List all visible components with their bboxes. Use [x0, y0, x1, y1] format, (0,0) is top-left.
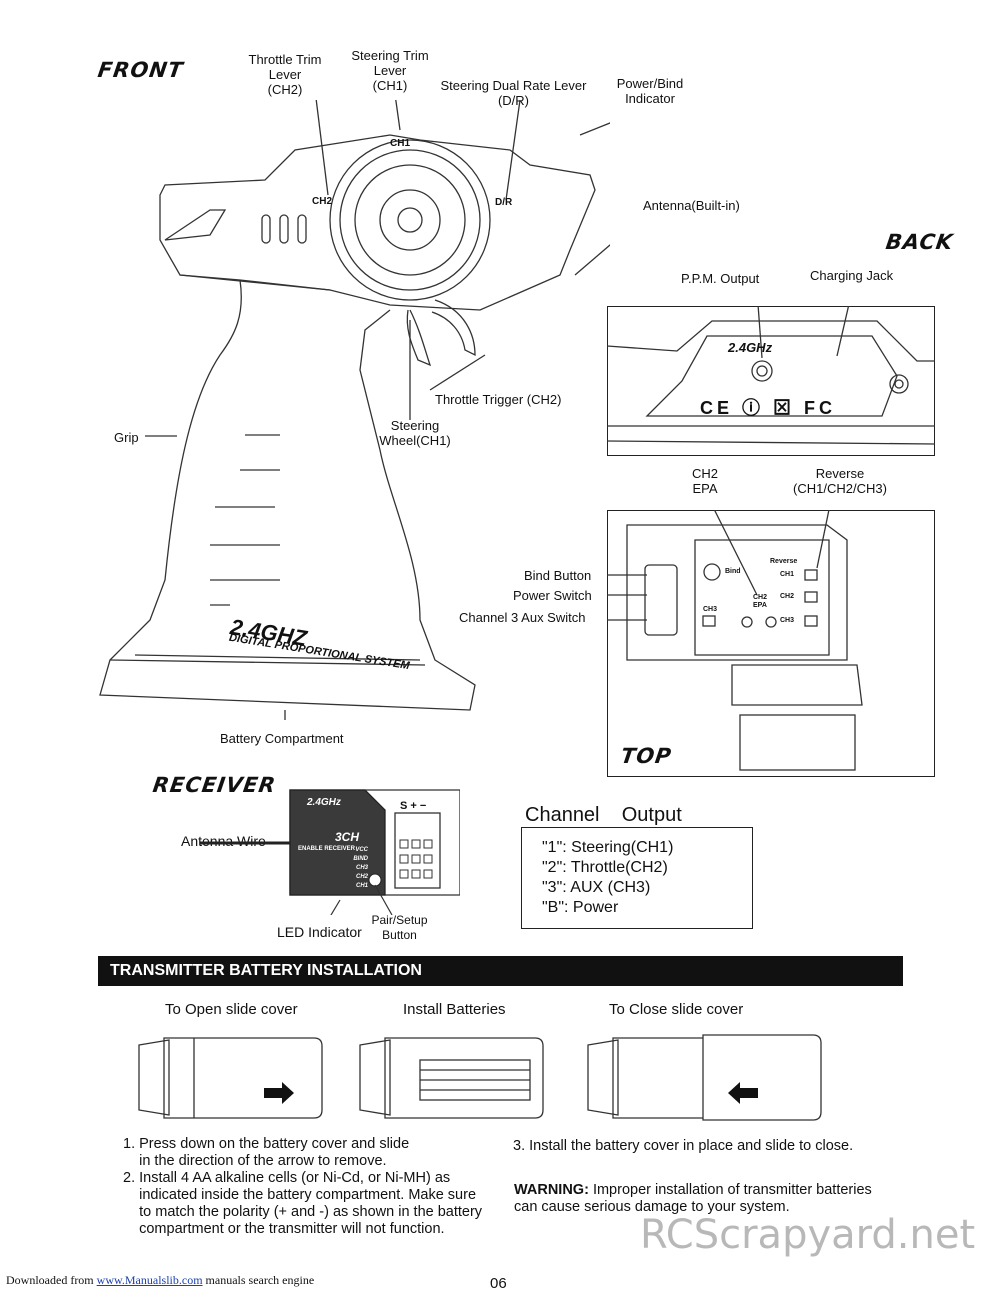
- channel-output-list: "1": Steering(CH1) "2": Throttle(CH2) "3…: [542, 838, 673, 918]
- led-indicator-label: LED Indicator: [277, 924, 362, 940]
- front-header: FRONT: [96, 58, 185, 82]
- receiver-rows: VCC BIND CH3 CH2 CH1: [348, 846, 368, 891]
- charging-jack-label: Charging Jack: [810, 268, 894, 283]
- downloaded-text: Downloaded from: [6, 1273, 94, 1287]
- panel-ch2-text: CH2: [780, 593, 795, 600]
- transmitter-front-drawing: [99, 100, 610, 720]
- panel-ch1-text: CH1: [780, 571, 795, 578]
- battery-section-title: TRANSMITTER BATTERY INSTALLATION: [98, 956, 903, 986]
- warning-text: Improper installation of transmitter bat…: [514, 1182, 872, 1215]
- steering-wheel-label: Steering Wheel(CH1): [379, 418, 451, 448]
- receiver-row: CH1: [355, 883, 368, 889]
- reverse-label: Reverse (CH1/CH2/CH3): [793, 466, 887, 496]
- throttle-trigger-label: Throttle Trigger (CH2): [435, 392, 562, 407]
- receiver-pins: S + −: [400, 800, 427, 812]
- channel-output-title: Channel Output: [525, 804, 682, 826]
- manualslib-link[interactable]: www.Manualslib.com: [96, 1273, 203, 1287]
- top-header: TOP: [619, 744, 674, 768]
- antenna-label: Antenna(Built-in): [643, 198, 740, 213]
- watermark: RCScrapyard.net: [640, 1212, 976, 1258]
- ch1-mark: CH1: [390, 138, 411, 149]
- pair-setup-label: Pair/Setup Button: [371, 913, 428, 942]
- cert-marks: CE ⓘ ⊠ FC: [700, 398, 837, 418]
- bind-button-label: Bind Button: [524, 568, 592, 583]
- step2-drawing: [359, 1037, 544, 1119]
- step1-title: To Open slide cover: [165, 1001, 298, 1018]
- receiver-row: VCC: [355, 847, 368, 853]
- grip-label: Grip: [114, 430, 139, 445]
- download-note: Downloaded from www.Manualslib.com manua…: [6, 1273, 314, 1288]
- panel-epa-text: CH2 EPA: [753, 594, 768, 609]
- channel-output-item: "1": Steering(CH1): [542, 839, 674, 856]
- power-switch-label: Power Switch: [513, 588, 592, 603]
- back-header: BACK: [884, 230, 955, 254]
- channel-output-box: [521, 827, 753, 929]
- steering-trim-label: Steering Trim Lever (CH1): [351, 48, 429, 93]
- dual-rate-label: Steering Dual Rate Lever (D/R): [440, 78, 587, 108]
- panel-reverse-text: Reverse: [770, 558, 798, 565]
- receiver-row: CH3: [355, 865, 368, 871]
- channel-output-item: "B": Power: [542, 899, 619, 916]
- dr-mark: D/R: [495, 197, 513, 208]
- warning-label: WARNING:: [514, 1182, 589, 1198]
- instruction-2: 2. Install 4 AA alkaline cells (or Ni-Cd…: [123, 1170, 483, 1237]
- ppm-output-label: P.P.M. Output: [681, 271, 760, 286]
- panel-ch3-text: CH3: [780, 617, 795, 624]
- instruction-1: 1. Press down on the battery cover and s…: [123, 1136, 410, 1169]
- step3-drawing: [587, 1034, 822, 1121]
- ch2-mark: CH2: [312, 196, 333, 207]
- throttle-trim-label: Throttle Trim Lever (CH2): [248, 52, 322, 97]
- instruction-3: 3. Install the battery cover in place an…: [513, 1138, 854, 1154]
- receiver-drawing: [200, 789, 460, 915]
- receiver-model: 3CH: [335, 830, 360, 844]
- warning: WARNING: Improper installation of transm…: [514, 1182, 872, 1216]
- receiver-row: BIND: [353, 856, 368, 862]
- step1-drawing: [138, 1037, 323, 1119]
- ch2-epa-label: CH2 EPA: [691, 466, 718, 496]
- ch3-switch-label: Channel 3 Aux Switch: [459, 610, 586, 625]
- back-panel-drawing: [607, 306, 935, 445]
- receiver-logo: 2.4GHz: [307, 797, 341, 808]
- step2-title: Install Batteries: [403, 1001, 506, 1018]
- top-panel-drawing: [607, 510, 863, 771]
- receiver-sub: ENABLE RECEIVER: [298, 846, 356, 852]
- channel-output-item: "3": AUX (CH3): [542, 879, 651, 896]
- back-panel-box: [607, 306, 935, 456]
- battery-compartment-label: Battery Compartment: [220, 731, 344, 746]
- top-panel-box: [607, 510, 935, 777]
- power-bind-label: Power/Bind Indicator: [616, 76, 684, 106]
- step3-title: To Close slide cover: [609, 1001, 744, 1018]
- channel-output-item: "2": Throttle(CH2): [542, 859, 668, 876]
- back-logo: 2.4GHz: [728, 340, 773, 355]
- panel-bind-text: Bind: [725, 568, 741, 575]
- panel-ch3-left-text: CH3: [703, 606, 718, 613]
- antenna-wire-label: Antenna Wire: [181, 833, 266, 849]
- manuals-search-text: manuals search engine: [205, 1273, 315, 1287]
- receiver-row: CH2: [355, 874, 368, 880]
- page-number: 06: [490, 1275, 507, 1292]
